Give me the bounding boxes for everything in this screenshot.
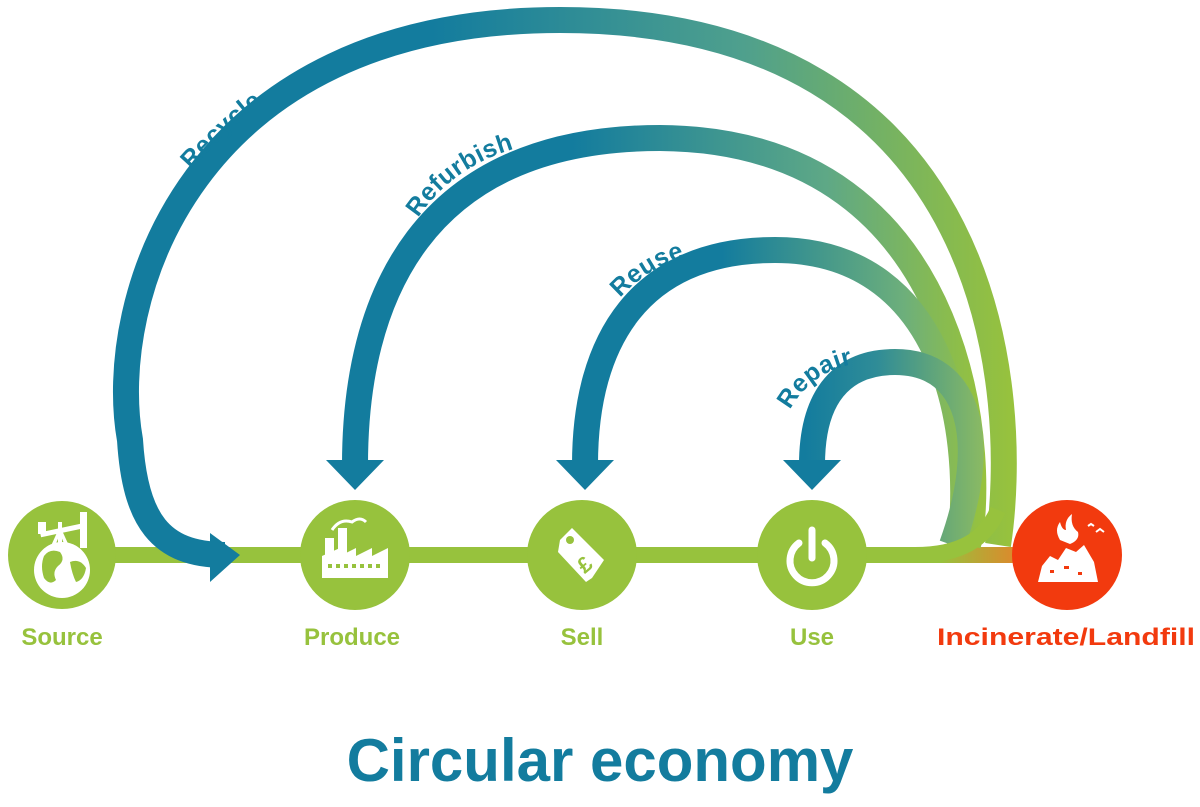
power-icon	[786, 526, 838, 587]
use-exit-curve	[870, 506, 1006, 563]
source-node	[8, 501, 116, 609]
repair-loop	[783, 348, 984, 550]
reuse-arrowhead	[556, 460, 614, 490]
landfill-fire-icon	[1038, 514, 1105, 582]
source-label: Source	[21, 624, 102, 651]
globe-oil-pump-icon	[34, 512, 90, 598]
repair-arrowhead	[783, 460, 841, 490]
recycle-loop	[112, 6, 1017, 582]
factory-icon	[322, 517, 388, 578]
produce-node	[300, 500, 410, 610]
landfill-label: Incinerate/Landfill	[937, 624, 1195, 651]
produce-label: Produce	[304, 624, 400, 651]
refurbish-arrowhead	[326, 460, 384, 490]
landfill-node	[1012, 500, 1122, 610]
sell-label: Sell	[561, 624, 604, 651]
page-title: Circular economy	[346, 727, 854, 794]
recycle-arrowhead	[210, 533, 240, 582]
sell-node: £	[527, 500, 637, 610]
use-node	[757, 500, 867, 610]
use-label: Use	[790, 624, 834, 651]
